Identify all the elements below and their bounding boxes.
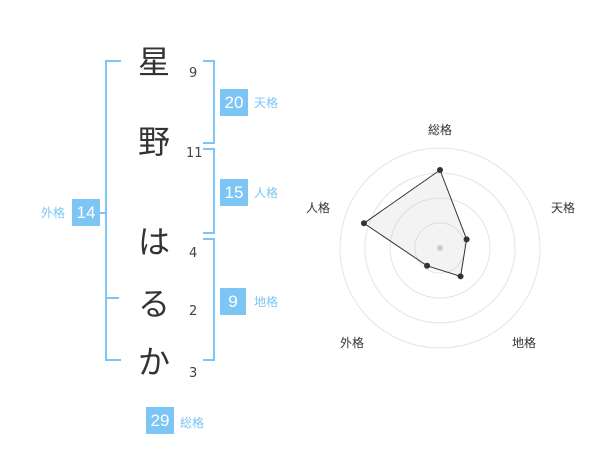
chikaku-inner-tick (105, 297, 119, 299)
radar-points (360, 167, 470, 280)
stroke-count-4: 2 (189, 304, 198, 319)
radar-polygon (363, 169, 468, 277)
radar-point-3 (457, 273, 464, 280)
jinkaku-value: 15 (220, 179, 248, 206)
radar-axis-label-soukaku: 総格 (428, 122, 452, 137)
radar-point-2 (463, 236, 470, 243)
gaikaku-label: 外格 (41, 206, 66, 220)
jinkaku-bracket (203, 148, 215, 234)
name-char-2: 野 (137, 123, 170, 161)
stroke-count-2: 11 (186, 146, 203, 161)
name-char-5: か (137, 343, 170, 381)
gaikaku-bracket (105, 60, 121, 361)
soukaku-label: 総格 (180, 416, 205, 430)
radar-ring (339, 147, 541, 349)
radar-axis-label-gaikaku: 外格 (340, 335, 364, 350)
name-char-4: る (137, 285, 170, 323)
gaikaku-bracket-tick (95, 212, 105, 214)
gaikaku-value: 14 (72, 199, 100, 226)
tenkaku-label: 天格 (254, 96, 279, 110)
name-char-1: 星 (137, 43, 170, 81)
chikaku-value: 9 (220, 288, 246, 315)
jinkaku-label: 人格 (254, 186, 279, 200)
stroke-count-3: 4 (189, 246, 198, 261)
stroke-count-5: 3 (189, 366, 198, 381)
radar-axis-label-chikaku: 地格 (512, 335, 536, 350)
chikaku-label: 地格 (254, 295, 279, 309)
radar-point-4 (424, 262, 431, 269)
chikaku-bracket (203, 238, 215, 361)
radar-point-5 (360, 220, 367, 227)
radar-center-dot (437, 245, 443, 251)
stroke-count-1: 9 (189, 66, 198, 81)
tenkaku-value: 20 (220, 89, 248, 116)
radar-point-1 (437, 167, 443, 173)
radar-axis-label-jinkaku: 人格 (306, 200, 330, 215)
tenkaku-bracket (203, 60, 215, 144)
soukaku-value: 29 (146, 407, 174, 434)
radar-axis-label-tenkaku: 天格 (551, 200, 575, 215)
name-char-3: は (137, 223, 170, 261)
radar-ring (389, 197, 491, 299)
